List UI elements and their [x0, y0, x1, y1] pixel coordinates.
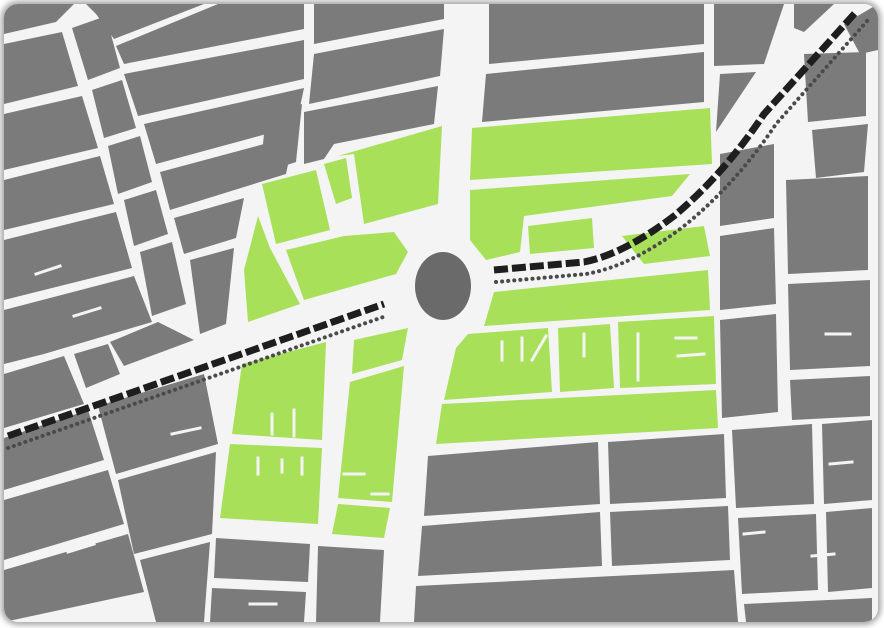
city-block	[74, 344, 120, 388]
city-block	[190, 248, 234, 334]
city-block	[116, 4, 304, 64]
city-block	[4, 212, 132, 300]
city-block	[804, 52, 866, 122]
city-block	[98, 374, 218, 474]
highlighted-block	[244, 216, 300, 322]
highlighted-block	[220, 444, 322, 524]
map-frame	[4, 4, 878, 622]
city-block	[144, 88, 304, 164]
city-map	[4, 4, 878, 622]
city-block	[4, 470, 124, 560]
city-block	[124, 40, 304, 116]
highlighted-block	[528, 218, 594, 254]
railway-ties	[6, 9, 859, 440]
highlighted-block	[558, 324, 614, 392]
city-block	[92, 80, 136, 138]
city-block	[424, 442, 600, 516]
highlighted-zone	[220, 108, 718, 538]
city-blocks	[4, 4, 878, 622]
city-block	[720, 314, 778, 418]
city-block	[316, 546, 384, 622]
city-block	[110, 322, 194, 366]
city-block	[414, 570, 738, 622]
highlighted-block	[436, 390, 718, 444]
city-block	[108, 136, 152, 194]
city-block	[714, 4, 784, 66]
city-block	[124, 190, 168, 246]
highlighted-block	[332, 504, 390, 538]
highlighted-block	[484, 270, 710, 326]
highlighted-block	[232, 342, 326, 440]
highlighted-block	[286, 232, 408, 300]
city-block	[418, 512, 602, 576]
city-block	[86, 4, 204, 39]
city-block	[716, 72, 756, 132]
city-block	[608, 434, 726, 504]
city-block	[4, 4, 74, 34]
city-block	[314, 4, 444, 44]
city-block	[304, 86, 438, 164]
highlighted-block	[324, 158, 352, 204]
city-block	[738, 514, 818, 594]
highlighted-block	[470, 174, 690, 260]
city-block	[610, 506, 730, 566]
city-block	[4, 534, 144, 622]
highlighted-block	[444, 328, 552, 400]
city-block	[844, 4, 878, 54]
city-block	[732, 424, 814, 508]
city-block	[309, 29, 444, 104]
city-block	[4, 96, 98, 170]
city-block	[160, 136, 294, 210]
city-block	[118, 452, 216, 554]
city-block	[4, 156, 114, 230]
city-block	[720, 144, 774, 226]
highlighted-block	[338, 366, 404, 502]
city-block	[4, 32, 78, 104]
city-block	[72, 16, 120, 80]
city-block	[4, 276, 152, 364]
highlighted-block	[338, 126, 442, 224]
highlighted-block	[352, 328, 408, 374]
city-block	[214, 538, 310, 582]
city-block	[794, 4, 834, 32]
city-block	[174, 198, 244, 254]
city-block	[4, 356, 84, 428]
alley-notches	[34, 264, 854, 606]
city-block	[720, 228, 776, 310]
city-block	[788, 280, 870, 370]
railway-track-dots	[6, 18, 870, 450]
city-block	[140, 242, 186, 316]
city-block	[812, 124, 868, 178]
roundabout-icon	[415, 252, 471, 320]
railway-icon	[6, 9, 870, 450]
city-block	[786, 176, 868, 274]
city-block	[790, 376, 870, 420]
highlighted-block	[262, 170, 330, 244]
city-block	[744, 598, 872, 622]
city-block	[826, 508, 872, 592]
city-block	[260, 104, 302, 174]
city-block	[489, 4, 704, 64]
highlighted-block	[470, 108, 712, 180]
highlighted-block	[618, 316, 716, 388]
city-block	[140, 542, 210, 622]
city-block	[482, 52, 704, 122]
